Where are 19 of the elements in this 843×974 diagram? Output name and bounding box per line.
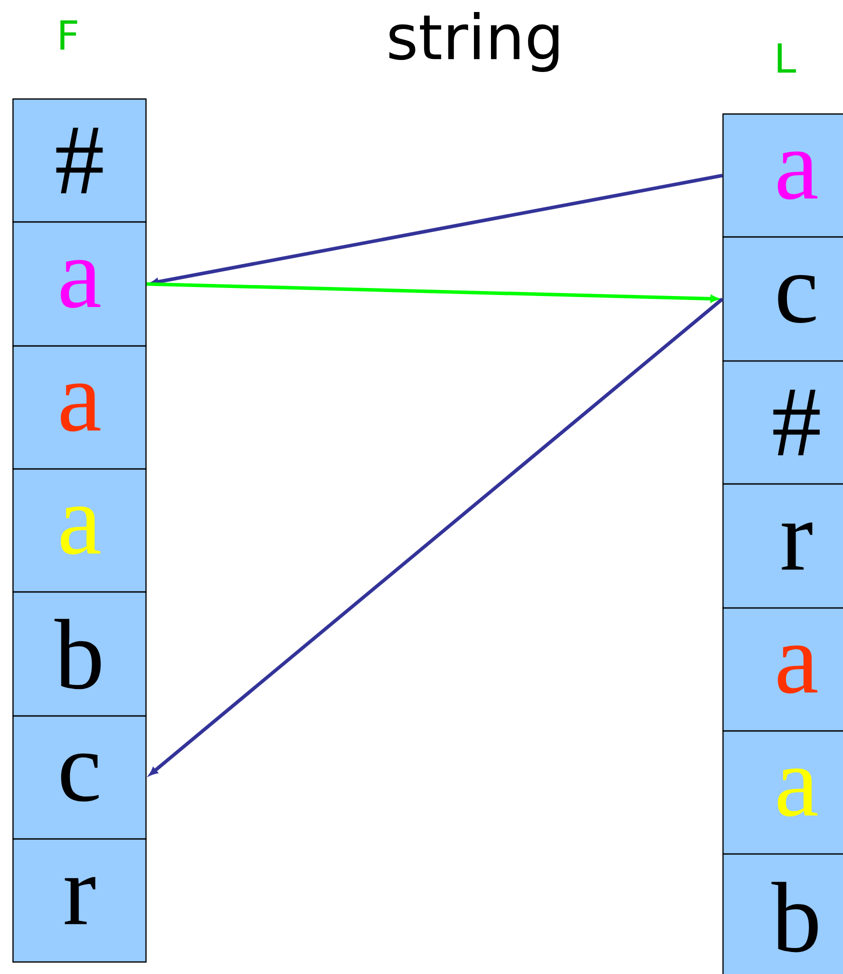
cell-box: b — [722, 853, 843, 974]
cell-box: b — [12, 591, 147, 717]
cell-box: c — [722, 236, 843, 362]
cell-box: a — [12, 345, 147, 470]
cell-box: a — [12, 468, 147, 593]
cell-box: a — [722, 607, 843, 732]
cell-box: c — [12, 715, 147, 840]
column-label: F — [60, 20, 78, 50]
cell-box: a — [722, 113, 843, 238]
cell-box: r — [12, 838, 147, 963]
cell-box: a — [12, 221, 147, 347]
cell-box: r — [722, 483, 843, 609]
arrow — [146, 282, 719, 302]
column-label: L — [778, 43, 796, 73]
cell-box: # — [12, 98, 147, 223]
title: string — [389, 12, 558, 72]
cell-box: a — [722, 730, 843, 855]
arrow — [149, 298, 724, 776]
cell-box: # — [722, 360, 843, 485]
